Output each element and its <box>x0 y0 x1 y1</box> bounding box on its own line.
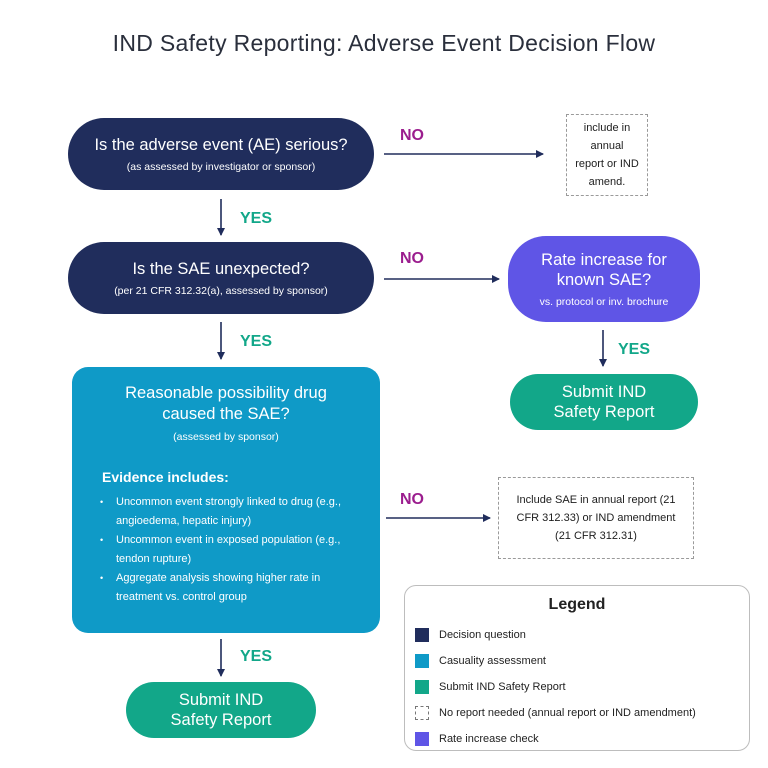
legend-label: No report needed (annual report or IND a… <box>439 707 696 719</box>
rate-note: vs. protocol or inv. brochure <box>539 296 669 308</box>
legend-label: Submit IND Safety Report <box>439 681 566 693</box>
evidence-item: Uncommon event in exposed population (e.… <box>100 531 360 569</box>
rate-increase-check: Rate increase for known SAE? vs. protoco… <box>508 236 700 322</box>
label-no-2: NO <box>400 250 424 267</box>
rate-question: Rate increase for known SAE? <box>541 251 667 289</box>
legend-swatch-decision <box>415 628 429 642</box>
q2-question: Is the SAE unexpected? <box>132 260 310 278</box>
legend-item: Casuality assessment <box>415 648 749 674</box>
q2-note: (per 21 CFR 312.32(a), assessed by spons… <box>114 285 328 297</box>
evidence-item: Aggregate analysis showing higher rate i… <box>100 569 360 607</box>
label-yes-rate: YES <box>618 341 651 358</box>
legend-item: No report needed (annual report or IND a… <box>415 700 749 726</box>
page-title: IND Safety Reporting: Adverse Event Deci… <box>112 30 656 56</box>
legend-swatch-submit <box>415 680 429 694</box>
no-report-box-1: include in annual report or IND amend. <box>566 114 648 196</box>
legend-swatch-rate <box>415 732 429 746</box>
legend-label: Decision question <box>439 629 526 641</box>
label-no-1: NO <box>400 127 424 144</box>
no-report-box-2: Include SAE in annual report (21 CFR 312… <box>498 477 694 559</box>
evidence-heading: Evidence includes: <box>102 469 229 485</box>
legend-item: Submit IND Safety Report <box>415 674 749 700</box>
evidence-item: Uncommon event strongly linked to drug (… <box>100 493 360 531</box>
legend-item: Decision question <box>415 622 749 648</box>
legend-label: Casuality assessment <box>439 655 546 667</box>
decision-q2: Is the SAE unexpected? (per 21 CFR 312.3… <box>68 242 374 314</box>
q1-note: (as assessed by investigator or sponsor) <box>126 161 316 173</box>
submit-report-bottom: Submit IND Safety Report <box>126 682 316 738</box>
label-no-3: NO <box>400 491 424 508</box>
no-report-text-1: include in annual report or IND amend. <box>575 122 639 188</box>
legend-item: Rate increase check <box>415 726 749 752</box>
submit-right-label: Submit IND Safety Report <box>553 383 655 421</box>
causal-question: Reasonable possibility drug caused the S… <box>125 384 327 423</box>
label-yes-3: YES <box>240 648 273 665</box>
causal-note: (assessed by sponsor) <box>173 431 279 443</box>
no-report-text-2: Include SAE in annual report (21 CFR 312… <box>516 494 676 542</box>
causality-assessment: Reasonable possibility drug caused the S… <box>72 367 380 633</box>
legend-swatch-causality <box>415 654 429 668</box>
label-yes-2: YES <box>240 333 273 350</box>
submit-report-right: Submit IND Safety Report <box>510 374 698 430</box>
decision-q1: Is the adverse event (AE) serious? (as a… <box>68 118 374 190</box>
legend-swatch-no-report <box>415 706 429 720</box>
label-yes-1: YES <box>240 210 273 227</box>
legend-label: Rate increase check <box>439 733 539 745</box>
legend: Legend Decision question Casuality asses… <box>404 585 750 751</box>
submit-bottom-label: Submit IND Safety Report <box>170 691 272 729</box>
q1-question: Is the adverse event (AE) serious? <box>94 136 348 154</box>
evidence-list: Uncommon event strongly linked to drug (… <box>72 493 380 607</box>
legend-title: Legend <box>548 596 606 613</box>
